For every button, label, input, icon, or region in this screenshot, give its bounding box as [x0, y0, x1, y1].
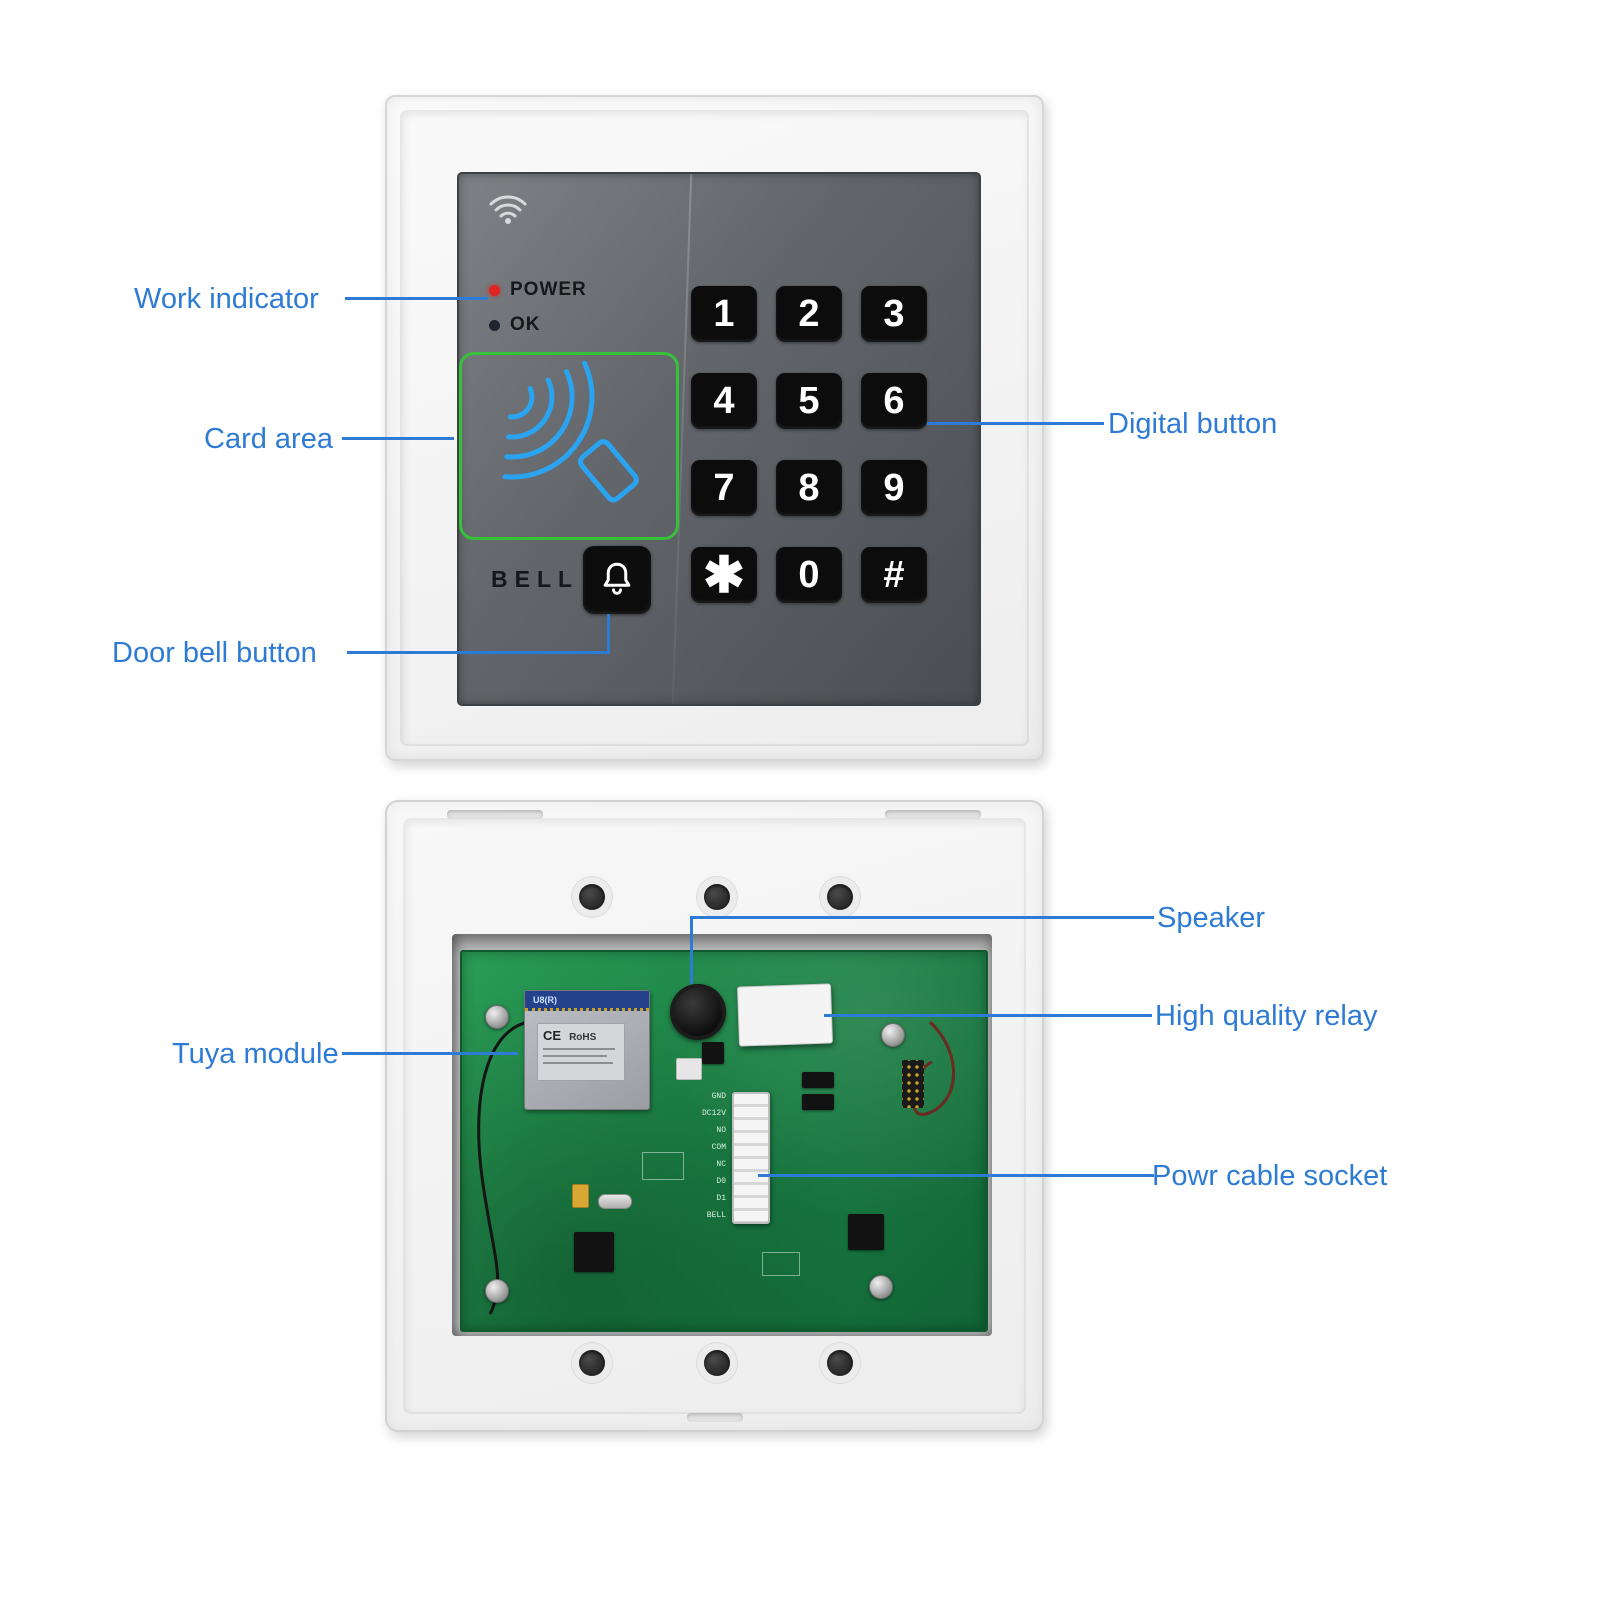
silkscreen-box: [642, 1152, 684, 1180]
rohs-mark: RoHS: [569, 1032, 597, 1043]
ic-chip: [702, 1042, 724, 1064]
card-icon: [577, 439, 639, 503]
housing-notch: [885, 810, 981, 819]
speaker-label: Speaker: [1157, 902, 1266, 934]
screw-hole: [704, 1350, 730, 1376]
keypad-key-0: 0: [776, 547, 842, 603]
mounting-screw: [485, 1279, 509, 1303]
speaker-line: [692, 916, 1154, 919]
power-indicator: POWER: [489, 279, 587, 301]
screw-hole: [827, 1350, 853, 1376]
crystal-oscillator: [598, 1194, 632, 1209]
ic-chip: [574, 1232, 614, 1272]
bell-icon: [603, 562, 631, 595]
power-led: [489, 284, 500, 296]
keypad-key-hash: #: [861, 547, 927, 603]
pin-label: GND: [711, 1092, 726, 1101]
keypad-key-5: 5: [776, 373, 842, 429]
door-bell-label: Door bell button: [112, 637, 317, 669]
ic-chip: [848, 1214, 884, 1250]
keypad-key-9: 9: [861, 460, 927, 516]
ok-label: OK: [510, 314, 541, 335]
keypad-key-1: 1: [691, 286, 757, 342]
keypad-key-2: 2: [776, 286, 842, 342]
buzzer-driver: [676, 1058, 702, 1080]
keypad-key-star: ✱: [691, 547, 757, 603]
pin-label: NC: [716, 1160, 726, 1169]
sticker-line: [543, 1048, 615, 1050]
digital-button-label: Digital button: [1108, 408, 1278, 440]
tuya-module: U8(R) CE RoHS: [524, 990, 650, 1110]
keypad-key-6: 6: [861, 373, 927, 429]
keypad-device-front: POWER OK: [385, 95, 1044, 761]
housing-notch: [687, 1413, 743, 1422]
relay-component: [736, 983, 834, 1047]
module-sticker: CE RoHS: [537, 1023, 625, 1081]
ok-indicator: OK: [489, 314, 541, 336]
pin-label: DC12V: [701, 1109, 726, 1118]
relay-label: High quality relay: [1155, 1000, 1378, 1032]
digital-button-line: [927, 422, 1104, 425]
door-bell-line-vertical: [607, 614, 610, 654]
keypad: 1 2 3 4 5 6 7 8 9 ✱ 0 #: [691, 286, 927, 603]
work-indicator-line: [345, 297, 488, 300]
front-panel: POWER OK: [457, 172, 981, 706]
screw-hole: [704, 884, 730, 910]
power-label: POWER: [510, 279, 587, 300]
pin-label: NO: [716, 1126, 726, 1135]
module-antenna-strip: U8(R): [525, 991, 649, 1011]
capacitor: [572, 1184, 589, 1208]
mounting-screw: [869, 1275, 893, 1299]
mounting-screw: [881, 1023, 905, 1047]
keypad-key-8: 8: [776, 460, 842, 516]
screw-hole: [827, 884, 853, 910]
ic-chip: [802, 1094, 834, 1110]
speaker-line-vertical: [690, 916, 693, 984]
housing-notch: [447, 810, 543, 819]
door-bell-line: [347, 651, 610, 654]
module-silkscreen: U8(R): [533, 995, 557, 1005]
card-area-line: [342, 437, 454, 440]
door-bell-button: [583, 546, 651, 614]
work-indicator-label: Work indicator: [134, 283, 319, 315]
keypad-key-7: 7: [691, 460, 757, 516]
card-area-label: Card area: [204, 423, 333, 455]
screw-hole: [579, 884, 605, 910]
housing-recess: U8(R) CE RoHS: [452, 934, 992, 1336]
relay-line: [824, 1014, 1152, 1017]
power-cable-socket: [732, 1092, 770, 1224]
keypad-device-back: U8(R) CE RoHS: [385, 800, 1044, 1432]
pin-header: [902, 1060, 924, 1108]
bell-label: BELL: [491, 566, 580, 592]
card-area: [459, 352, 679, 540]
ic-chip: [802, 1072, 834, 1088]
keypad-key-4: 4: [691, 373, 757, 429]
pin-label: BELL: [706, 1211, 726, 1220]
sticker-line: [543, 1062, 613, 1064]
screw-hole: [579, 1350, 605, 1376]
circuit-board: U8(R) CE RoHS: [460, 950, 988, 1332]
speaker-component: [670, 984, 726, 1040]
pin-label: COM: [711, 1143, 726, 1152]
pin-label: D1: [716, 1194, 726, 1203]
pin-label: D0: [716, 1177, 726, 1186]
tuya-module-line: [342, 1052, 518, 1055]
wifi-icon: [489, 195, 527, 224]
power-socket-label: Powr cable socket: [1152, 1160, 1388, 1192]
tuya-module-label: Tuya module: [172, 1038, 339, 1070]
silkscreen-box: [762, 1252, 800, 1276]
keypad-key-3: 3: [861, 286, 927, 342]
ce-mark: CE: [543, 1028, 562, 1043]
mounting-screw: [485, 1005, 509, 1029]
sticker-line: [543, 1055, 607, 1057]
power-socket-line: [758, 1174, 1154, 1177]
contactless-icon: [502, 360, 639, 503]
ok-led: [489, 319, 500, 331]
pin-labels: GND DC12V NO COM NC D0 D1 BELL: [680, 1092, 726, 1220]
